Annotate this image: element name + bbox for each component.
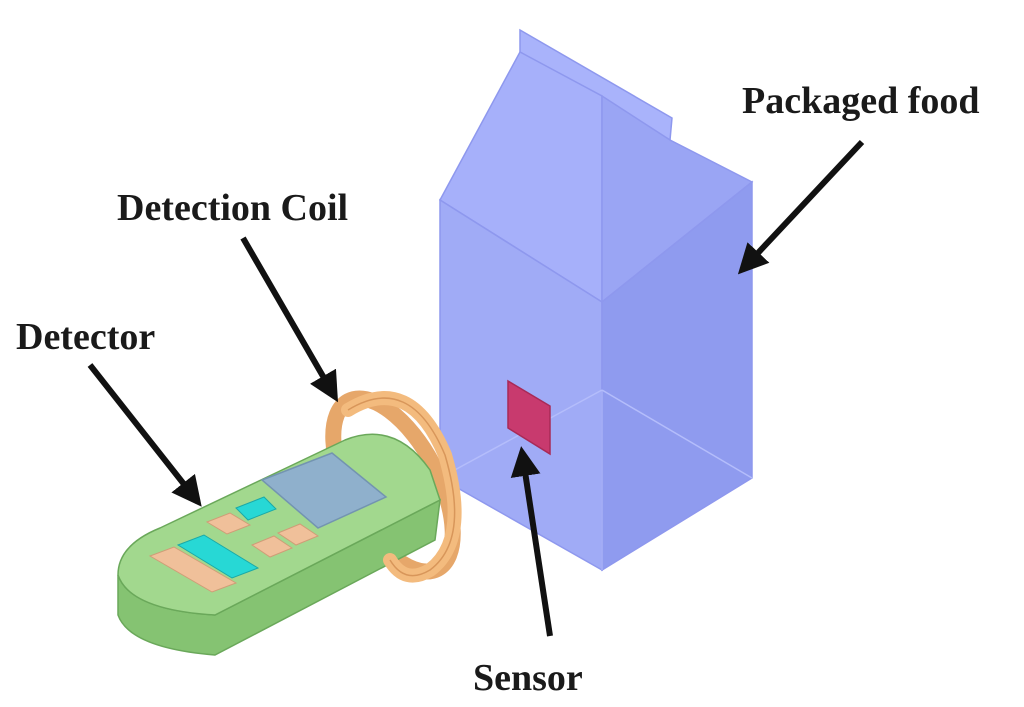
label-sensor: Sensor [473, 657, 583, 699]
sensor-patch [507, 379, 551, 456]
arrow-detection-coil [240, 236, 339, 403]
label-detector: Detector [16, 316, 155, 358]
label-detection-coil: Detection Coil [117, 187, 348, 229]
packaged-food [439, 28, 754, 572]
detector-button-peach-1 [205, 512, 252, 535]
arrow-detector [87, 363, 202, 507]
arrow-packaged-food [737, 139, 865, 275]
arrow-sensor [510, 446, 553, 637]
detector-button-cyan-1 [235, 496, 277, 521]
detector [117, 433, 441, 656]
detector-button-peach-4 [148, 546, 238, 593]
detector-button-peach-2 [276, 523, 320, 546]
label-packaged-food: Packaged food [742, 80, 980, 122]
detector-screen [260, 452, 388, 529]
detector-button-peach-3 [250, 535, 294, 558]
detector-button-cyan-2 [176, 534, 260, 579]
